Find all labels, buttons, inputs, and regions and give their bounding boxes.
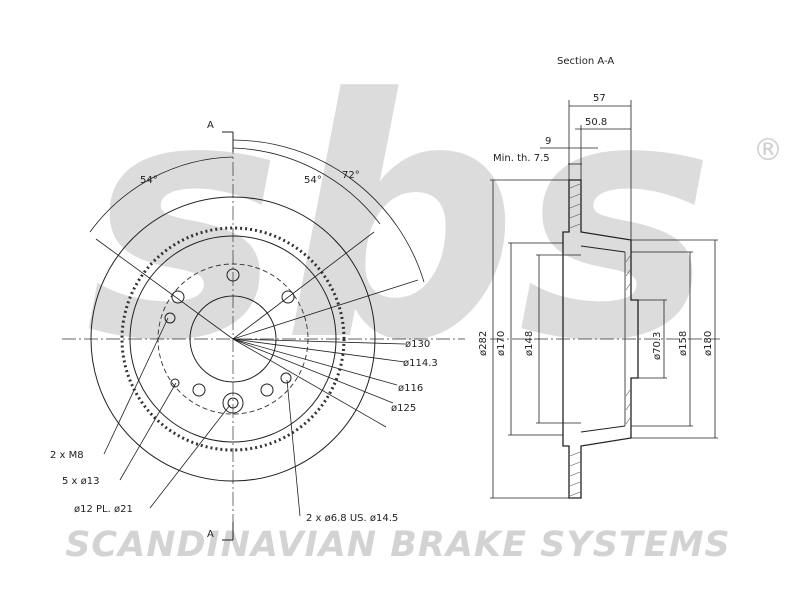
section-diameter-label: ø170 [496,331,507,356]
diameter-leader [232,338,398,386]
section-diameter-label: ø158 [678,331,689,356]
diameter-leader [232,338,406,345]
registered-mark: ® [753,133,783,168]
wheel-stud-hole [222,392,244,414]
callout-leader [103,317,169,455]
bolt-hole [171,290,185,304]
section-diameter-label: ø180 [703,331,714,356]
diameter-label: ø130 [405,339,430,350]
section-diameter-label: ø70.3 [652,332,663,360]
wheel-stud-hole-inner [227,397,239,409]
bolt-holes [164,268,295,414]
footer-brand-text: SCANDINAVIAN BRAKE SYSTEMS [65,525,731,565]
section-marker-top: A [207,120,234,152]
diameter-leader [232,338,406,363]
callout-label: 2 x ø6.8 US. ø14.5 [306,513,398,524]
angle-label: 54° [140,175,158,186]
section-marker-label: A [207,120,214,131]
width-label: 50.8 [585,117,607,128]
angle-arc [232,147,381,225]
angle-arc [232,139,425,283]
angle-arc [89,156,234,233]
callout-label: 2 x M8 [50,450,84,461]
outer-disc-edge [90,196,376,482]
front-view: 54° 54° 72° A A ø130 ø114.3 ø116 ø125 2 … [50,120,465,541]
diameter-label: ø125 [391,403,416,414]
radial-line [232,231,375,340]
drum-edge-toothed [120,226,346,452]
friction-face [580,245,626,253]
width-label: 9 [545,136,551,147]
section-view: Section A-A [478,56,720,499]
min-thickness-label: Min. th. 7.5 [493,153,550,164]
friction-face [580,425,626,433]
angle-label: 72° [342,170,360,181]
diameter-leader [232,338,387,428]
radial-line [232,279,419,340]
bolt-hole [192,383,206,397]
callout-leader [119,382,177,481]
hub-bore [189,295,277,383]
section-marker-bottom: A [207,522,234,541]
diameter-label: ø114.3 [403,358,438,369]
callout-label: ø12 PL. ø21 [74,504,133,515]
drum-inner-edge [129,235,337,443]
radial-line [95,238,234,340]
diameter-leader [232,338,394,404]
callout-leader [149,404,231,509]
watermark-letters: sbs [85,29,714,413]
callout-label: 5 x ø13 [62,476,99,487]
section-title: Section A-A [557,56,614,67]
callout-leader [286,379,301,517]
threaded-hole [280,372,292,384]
sbs-watermark: sbs [85,29,714,413]
bolt-hole [260,383,274,397]
angle-label: 54° [304,175,322,186]
threaded-hole [170,378,180,388]
section-hatching [569,183,631,497]
diameter-dimensions [490,179,718,499]
diameter-label: ø116 [398,383,423,394]
width-label: 57 [593,93,606,104]
bolt-hole [226,268,240,282]
section-diameter-label: ø148 [524,331,535,356]
section-diameter-label: ø282 [478,331,489,356]
section-marker-label: A [207,529,214,540]
threaded-hole [164,312,176,324]
bolt-hole [281,290,295,304]
